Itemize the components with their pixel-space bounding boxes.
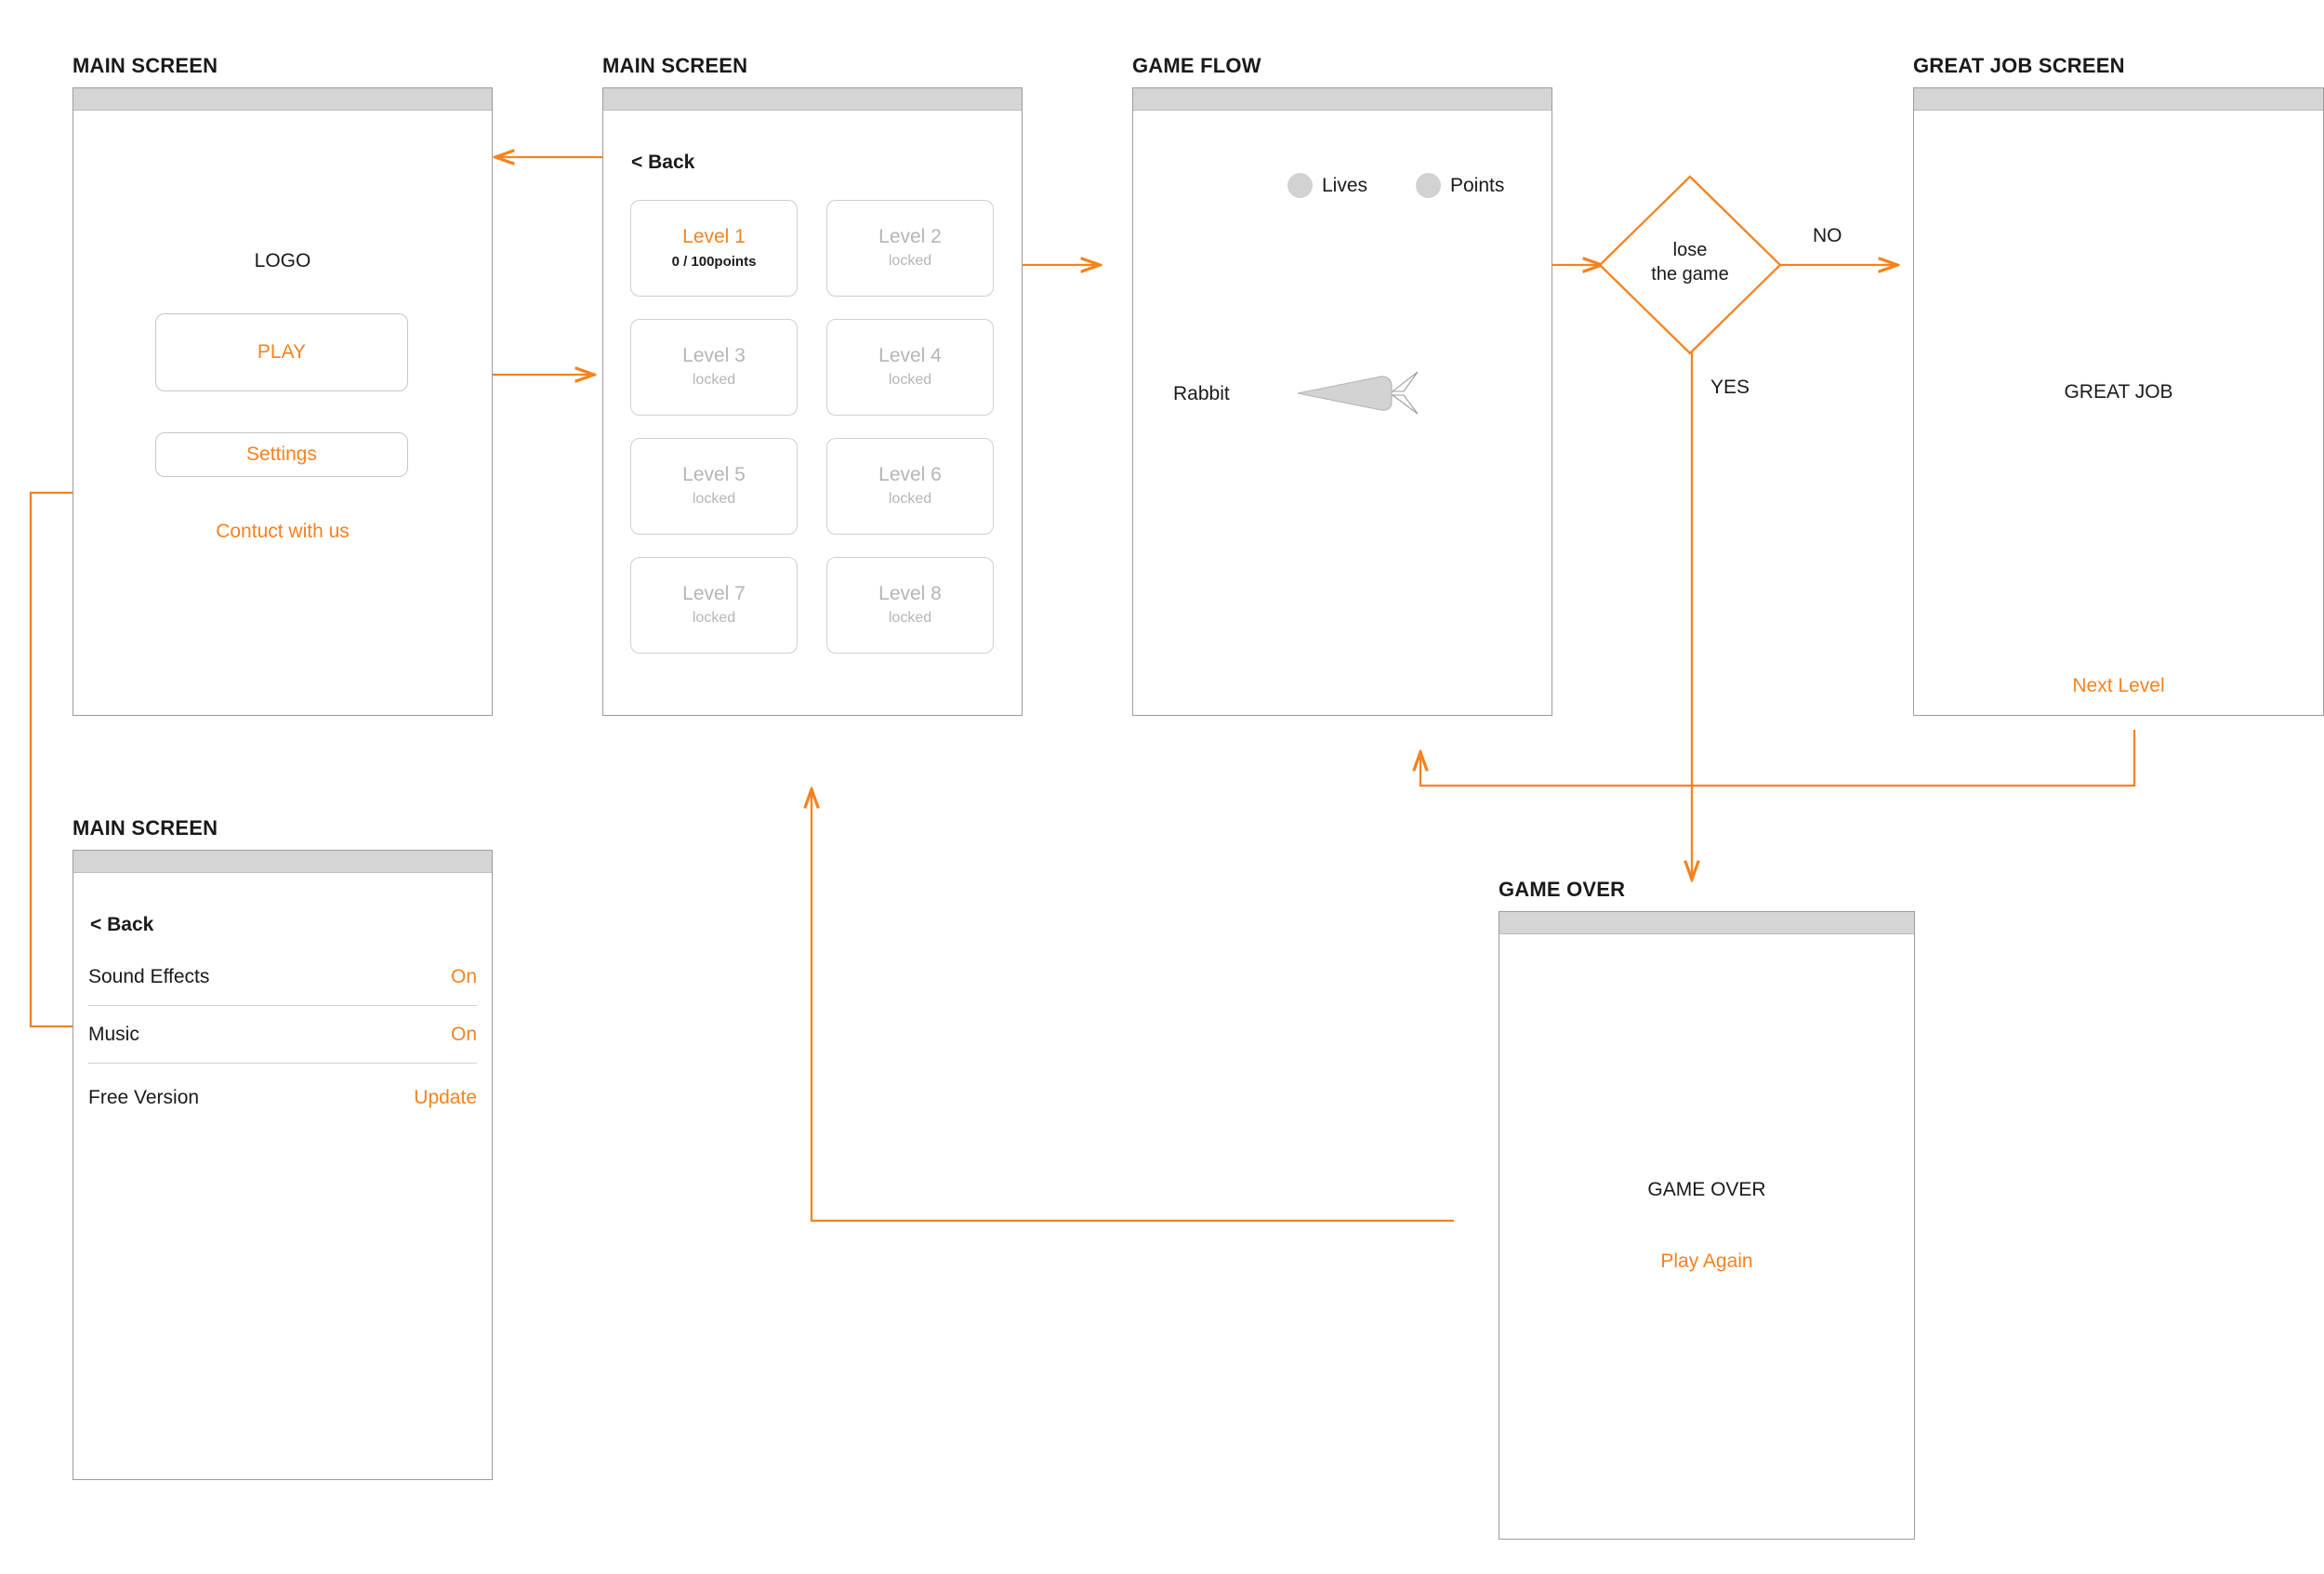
logo-text: LOGO (254, 250, 311, 271)
level-card-6-name: Level 6 (878, 463, 942, 485)
level-card-3[interactable]: Level 3 locked (630, 319, 798, 416)
hud-lives: Lives (1287, 173, 1367, 198)
screen-gameover: GAME OVER GAME OVER Play Again (1499, 878, 1915, 1540)
rabbit-label: Rabbit (1173, 383, 1230, 404)
settings-row-sound-effects-label: Sound Effects (88, 966, 210, 987)
level-card-1-sub: 0 / 100points (671, 253, 757, 270)
settings-row-music-value[interactable]: On (450, 1024, 477, 1045)
screen-title-gameover: GAME OVER (1499, 878, 1626, 901)
gameover-headline: GAME OVER (1647, 1179, 1766, 1200)
status-bar (73, 851, 492, 873)
circle-icon (1287, 173, 1313, 198)
screen-title-settings: MAIN SCREEN (73, 816, 218, 840)
hud-points-label: Points (1450, 174, 1505, 196)
next-level-link[interactable]: Next Level (2072, 675, 2165, 696)
level-card-3-sub: locked (692, 371, 736, 388)
greatjob-headline: GREAT JOB (2064, 381, 2173, 403)
back-button-levels[interactable]: < Back (631, 152, 695, 173)
screen-title-gameflow: GAME FLOW (1132, 54, 1261, 77)
level-card-8-sub: locked (888, 609, 932, 626)
phone-frame-levels: < Back Level 1 0 / 100points Level 2 loc… (602, 87, 1023, 716)
level-card-3-name: Level 3 (682, 344, 746, 366)
play-button-label: PLAY (257, 341, 307, 363)
level-card-4-sub: locked (888, 371, 932, 388)
status-bar (603, 88, 1022, 111)
phone-frame-greatjob: GREAT JOB Next Level (1913, 87, 2324, 716)
level-card-8-name: Level 8 (878, 582, 942, 604)
level-card-2-sub: locked (888, 252, 932, 269)
decision-diamond-label: lose the game (1651, 240, 1729, 284)
back-button-settings[interactable]: < Back (90, 914, 154, 935)
status-bar (73, 88, 492, 111)
level-card-4[interactable]: Level 4 locked (826, 319, 994, 416)
play-button[interactable]: PLAY (155, 313, 408, 391)
settings-button-label: Settings (246, 443, 317, 465)
play-again-link[interactable]: Play Again (1660, 1250, 1753, 1272)
level-card-2-name: Level 2 (878, 225, 942, 247)
settings-button[interactable]: Settings (155, 432, 408, 477)
level-card-5-sub: locked (692, 490, 736, 507)
level-card-8[interactable]: Level 8 locked (826, 557, 994, 654)
screen-gameflow: GAME FLOW Lives Points Rabbit (1132, 54, 1552, 716)
level-card-2[interactable]: Level 2 locked (826, 200, 994, 297)
status-bar (1133, 88, 1552, 111)
status-bar (1914, 88, 2323, 111)
branch-label-yes: YES (1710, 377, 1750, 398)
contact-link[interactable]: Contuct with us (216, 521, 350, 542)
level-card-4-name: Level 4 (878, 344, 942, 366)
rabbit-icon (1297, 371, 1419, 415)
screen-greatjob: GREAT JOB SCREEN GREAT JOB Next Level (1913, 54, 2324, 716)
settings-row-music-label: Music (88, 1024, 139, 1045)
status-bar (1499, 912, 1914, 934)
level-card-1-name: Level 1 (682, 226, 746, 248)
level-card-7-sub: locked (692, 609, 736, 626)
phone-frame-gameflow: Lives Points Rabbit (1132, 87, 1552, 716)
level-card-6[interactable]: Level 6 locked (826, 438, 994, 535)
settings-row-free-version-label: Free Version (88, 1087, 200, 1108)
screen-levels: MAIN SCREEN < Back Level 1 0 / 100points… (602, 54, 1023, 716)
level-card-1[interactable]: Level 1 0 / 100points (630, 200, 798, 297)
level-card-7[interactable]: Level 7 locked (630, 557, 798, 654)
circle-icon (1416, 173, 1441, 198)
screen-settings: MAIN SCREEN < Back Sound Effects On Musi… (73, 816, 493, 1480)
phone-frame-gameover: GAME OVER Play Again (1499, 911, 1915, 1540)
settings-row-music[interactable]: Music On (88, 1024, 477, 1064)
level-card-5[interactable]: Level 5 locked (630, 438, 798, 535)
screen-title-levels: MAIN SCREEN (602, 54, 748, 77)
hud-points: Points (1416, 173, 1504, 198)
phone-frame-main: LOGO PLAY Settings Contuct with us (73, 87, 493, 716)
level-card-6-sub: locked (888, 490, 932, 507)
wire-nextlevel-to-gameflow (1420, 730, 2136, 787)
screen-title-greatjob: GREAT JOB SCREEN (1913, 54, 2125, 77)
screen-title-main: MAIN SCREEN (73, 54, 218, 77)
settings-row-sound-effects[interactable]: Sound Effects On (88, 966, 477, 1006)
screen-main: MAIN SCREEN LOGO PLAY Settings Contuct w… (73, 54, 493, 716)
wire-playagain-to-levels (812, 790, 1454, 1223)
level-card-5-name: Level 5 (682, 463, 746, 485)
branch-label-no: NO (1813, 225, 1842, 246)
settings-row-free-version[interactable]: Free Version Update (88, 1087, 477, 1126)
hud-lives-label: Lives (1322, 174, 1368, 196)
settings-row-free-version-value[interactable]: Update (414, 1087, 477, 1108)
level-card-7-name: Level 7 (682, 582, 746, 604)
phone-frame-settings: < Back Sound Effects On Music On Free Ve… (73, 850, 493, 1480)
settings-row-sound-effects-value[interactable]: On (450, 966, 477, 987)
